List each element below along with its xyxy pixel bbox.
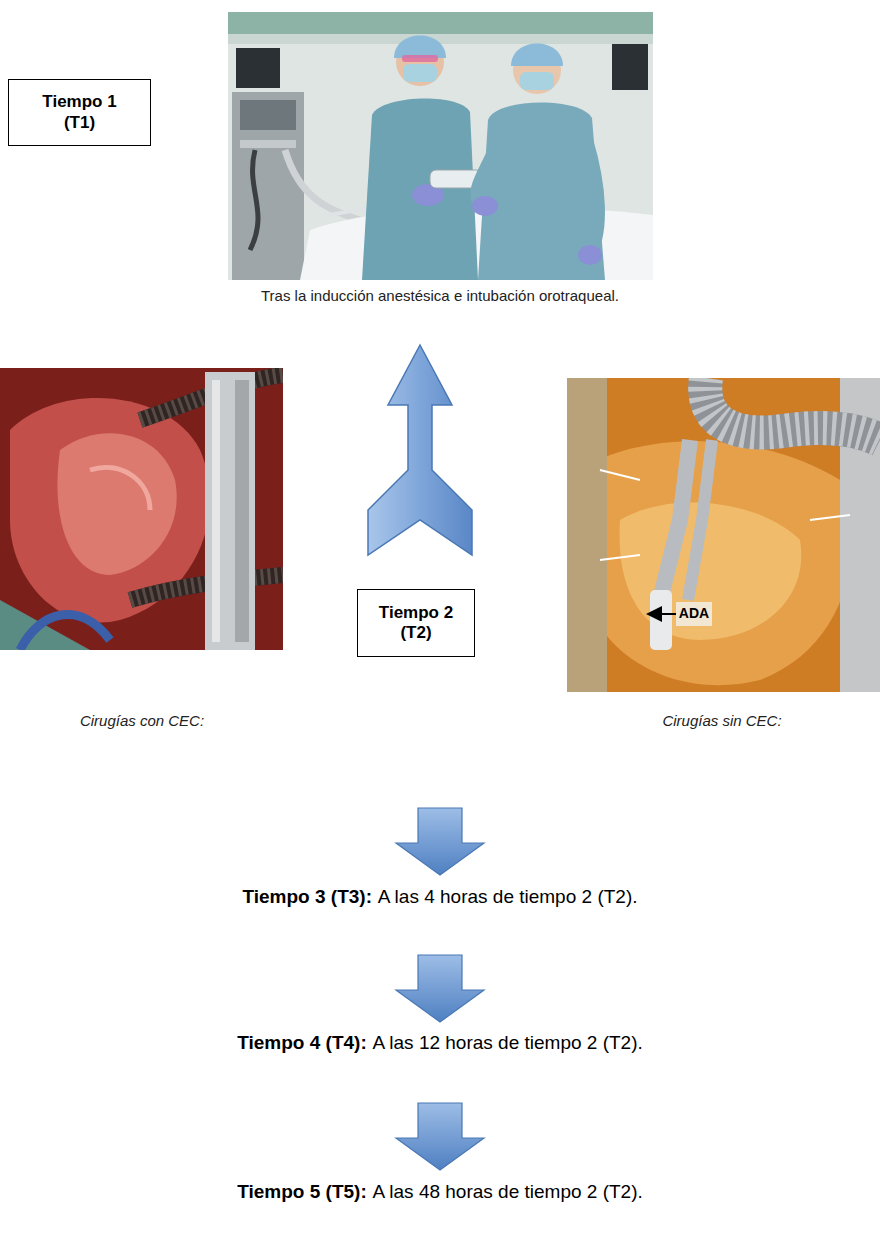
illustration-part <box>394 36 446 59</box>
illustration-part <box>620 503 802 640</box>
surgery-cec-photo <box>0 368 283 650</box>
illustration-part <box>580 441 851 685</box>
illustration-part <box>520 72 554 90</box>
illustration-part <box>650 590 672 650</box>
illustration-part <box>228 34 653 44</box>
box-label: Tiempo 1 (T1) <box>37 92 123 133</box>
illustration-part <box>612 44 648 90</box>
illustration-part <box>205 372 255 650</box>
illustration-part <box>90 467 150 510</box>
illustration-part <box>235 380 249 642</box>
down-arrow <box>396 808 484 875</box>
photo-caption: Cirugías sin CEC: <box>422 712 880 729</box>
illustration-part <box>478 102 605 280</box>
label-text: A las 12 horas de tiempo 2 (T2). <box>372 1032 642 1053</box>
illustration-part <box>511 44 563 67</box>
time-line: Tiempo 5 (T5):A las 48 horas de tiempo 2… <box>140 1181 740 1203</box>
illustration-part <box>232 92 304 280</box>
illustration-part <box>250 150 258 250</box>
down-arrow <box>396 955 484 1022</box>
double-arrow <box>368 345 472 555</box>
illustration-part <box>688 440 712 600</box>
label-text: A las 48 horas de tiempo 2 (T2). <box>372 1181 642 1202</box>
photo-caption: Cirugías con CEC: <box>0 712 442 729</box>
illustration-part <box>240 100 296 130</box>
illustration-part <box>567 378 880 692</box>
time-box: Tiempo 2 (T2) <box>357 589 475 657</box>
illustration-part <box>362 98 478 280</box>
illustration-part <box>585 140 597 250</box>
callout-label: ADA <box>394 605 880 621</box>
illustration-part <box>402 55 438 62</box>
time-box: Tiempo 1 (T1) <box>8 79 151 146</box>
label-text: Cirugías sin CEC: <box>662 712 781 729</box>
illustration-part <box>472 196 498 216</box>
illustration-part <box>567 378 607 692</box>
illustration-part <box>578 245 602 265</box>
surgery-no-cec-photo <box>567 378 880 692</box>
time-line: Tiempo 4 (T4):A las 12 horas de tiempo 2… <box>140 1032 740 1054</box>
illustration-part <box>403 64 437 82</box>
time-title: Tiempo 4 (T4): <box>237 1032 367 1053</box>
illustration-part <box>478 140 500 205</box>
illustration-part <box>396 130 420 195</box>
illustration-part <box>705 378 880 440</box>
illustration-part <box>240 140 296 148</box>
illustration-part <box>600 470 850 560</box>
box-label: Tiempo 2 (T2) <box>373 603 459 644</box>
illustration-part <box>212 380 220 642</box>
operating-room-photo <box>228 12 653 280</box>
illustration-part <box>660 440 690 600</box>
label-text: A las 4 horas de tiempo 2 (T2). <box>378 886 638 907</box>
time-title: ADA <box>679 605 709 621</box>
time-line: Tiempo 3 (T3):A las 4 horas de tiempo 2 … <box>140 886 740 908</box>
down-arrow <box>396 1103 484 1170</box>
illustration-part <box>0 368 283 650</box>
illustration-part <box>57 433 176 575</box>
label-text: Cirugías con CEC: <box>80 712 204 729</box>
photo-caption: Tras la inducción anestésica e intubació… <box>140 287 740 304</box>
time-title: Tiempo 3 (T3): <box>243 886 373 907</box>
label-text: Tras la inducción anestésica e intubació… <box>261 287 619 304</box>
illustration-part <box>648 613 676 615</box>
illustration-part <box>705 378 880 440</box>
illustration-part <box>228 12 653 34</box>
illustration-part <box>236 48 280 88</box>
illustration-part <box>20 615 110 650</box>
illustration-part <box>676 602 712 626</box>
time-title: Tiempo 5 (T5): <box>237 1181 367 1202</box>
